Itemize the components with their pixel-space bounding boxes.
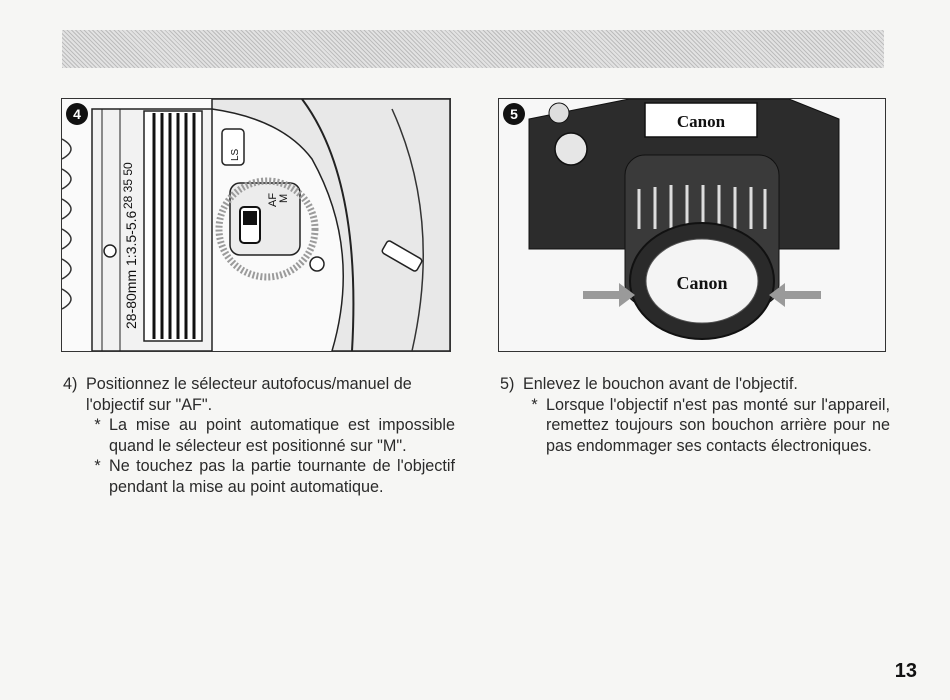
lens-focal-text: 28-80mm 1:3.5-5.6 (123, 211, 139, 329)
cap-brand-label: Canon (676, 273, 727, 293)
page-number: 13 (894, 660, 917, 682)
svg-text:LS: LS (230, 148, 241, 161)
switch-label-m: M (278, 194, 290, 203)
header-pattern-band (62, 30, 884, 68)
note-item: * La mise au point automatique est impos… (94, 416, 455, 455)
step-text: Positionnez le sélecteur autofocus/manue… (86, 375, 412, 414)
lens-switch-illustration: 28-80mm 1:3.5-5.6 28 35 50 AF M LS (62, 99, 450, 351)
note-item: * Ne touchez pas la partie tournante de … (94, 457, 455, 496)
mount-index-icon (103, 244, 117, 258)
figure-lens-switch: 4 (61, 98, 451, 352)
highlight-circle (215, 177, 319, 281)
step-number: 4) (63, 375, 78, 393)
step-text: Enlevez le bouchon avant de l'objectif. (523, 375, 798, 393)
lens-distance-marks: 28 35 50 (121, 162, 135, 209)
figure-number-badge: 5 (503, 103, 525, 125)
instructions-step-5: 5) Enlevez le bouchon avant de l'objecti… (500, 374, 890, 456)
instructions-step-4: 4) Positionnez le sélecteur autofocus/ma… (63, 374, 455, 497)
note-item: * Lorsque l'objectif n'est pas monté sur… (531, 395, 890, 455)
camera-brand-label: Canon (677, 112, 726, 131)
figure-number-badge: 4 (66, 103, 88, 125)
step-number: 5) (500, 375, 515, 393)
arrow-left-icon (769, 283, 821, 307)
arrow-right-icon (583, 283, 635, 307)
switch-label-af: AF (267, 193, 279, 207)
lens-cap-illustration: Canon Canon (499, 99, 885, 351)
figure-lens-cap: 5 Canon Canon (498, 98, 886, 352)
